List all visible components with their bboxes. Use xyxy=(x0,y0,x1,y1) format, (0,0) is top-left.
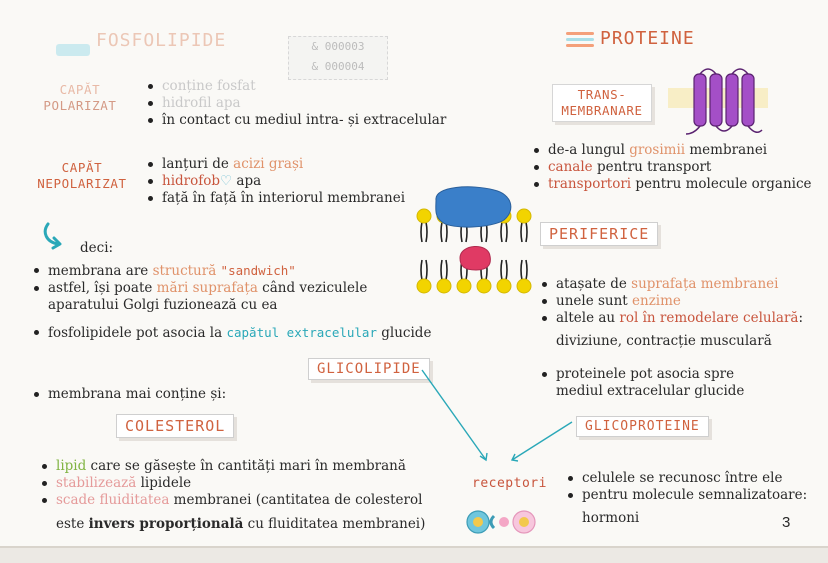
list-item: hidrofob♡ apa xyxy=(146,173,416,190)
periferice-list: atașate de suprafața membranei unele sun… xyxy=(540,276,824,327)
list-item: față în față în interiorul membranei xyxy=(146,190,416,207)
list-item: canale pentru transport xyxy=(532,159,824,176)
list-item: pentru molecule semnalizatoare: xyxy=(566,487,826,504)
nonpolar-list: lanțuri de acizi grași hidrofob♡ apa faț… xyxy=(146,156,416,207)
membrane-diagram xyxy=(416,186,532,294)
glicoproteine-line2: hormoni xyxy=(582,510,640,526)
list-item: în contact cu mediul intra- și extracelu… xyxy=(146,112,456,129)
deci-label: deci: xyxy=(80,240,114,256)
list-item: fosfolipidele pot asocia la capătul extr… xyxy=(32,324,432,342)
list-item: celulele se recunosc între ele xyxy=(566,470,826,487)
trans-label-line2: MEMBRANARE xyxy=(561,103,643,118)
glucide-note: proteinele pot asocia spre xyxy=(540,366,824,383)
proteine-title: PROTEINE xyxy=(600,28,695,49)
lipid-tails-top xyxy=(420,221,528,243)
curved-arrow-icon xyxy=(43,222,62,250)
list-item: transportori pentru molecule organice xyxy=(532,176,824,193)
transmembranare-label: TRANS- MEMBRANARE xyxy=(552,84,652,122)
list-item: hidrofil apa xyxy=(146,95,456,112)
arrows-to-receptori xyxy=(421,369,573,462)
polar-label-line1: CAPĂT xyxy=(59,82,101,97)
list-item: unele sunt enzime xyxy=(540,293,824,310)
lipid-heads-bottom xyxy=(416,278,532,294)
colesterol-list: lipid care se găsește în cantități mari … xyxy=(40,458,440,509)
list-item: stabilizează lipidele xyxy=(40,475,440,492)
list-item: de-a lungul grosimii membranei xyxy=(532,142,824,159)
fosfolipide-marker-icon xyxy=(56,44,90,56)
glicolipide-title: GLICOLIPIDE xyxy=(308,358,430,380)
list-item: proteinele pot asocia spre xyxy=(540,366,824,383)
list-item: lanțuri de acizi grași xyxy=(146,156,416,173)
proteine-marker-icon xyxy=(566,32,594,48)
stamp-line-2: & 000004 xyxy=(311,60,365,73)
broken-heart-icon: ♡ xyxy=(220,173,233,189)
nonpolar-tail-label: CAPĂT NEPOLARIZAT xyxy=(24,160,140,192)
polar-head-label: CAPĂT POLARIZAT xyxy=(28,82,132,114)
polar-label-line2: POLARIZAT xyxy=(43,98,117,113)
list-item: lipid care se găsește în cantități mari … xyxy=(40,458,440,475)
nonpolar-label-line1: CAPĂT xyxy=(61,160,103,175)
page-number: 3 xyxy=(782,514,791,531)
list-item: astfel, își poate mări suprafața când ve… xyxy=(32,280,392,314)
receptor-binding-icon xyxy=(466,510,536,534)
periferice-title: PERIFERICE xyxy=(540,222,659,246)
glicoproteine-list: celulele se recunosc între ele pentru mo… xyxy=(566,470,826,504)
notes-page: FOSFOLIPIDE & 000003 & 000004 CAPĂT POLA… xyxy=(0,0,828,548)
nonpolar-label-line2: NEPOLARIZAT xyxy=(37,176,127,191)
glucide-note-line2: mediul extracelular glucide xyxy=(556,383,745,399)
stamp-line-1: & 000003 xyxy=(311,40,365,53)
list-item: conține fosfat xyxy=(146,78,456,95)
trans-list: de-a lungul grosimii membranei canale pe… xyxy=(532,142,824,193)
colesterol-intro: membrana mai conține și: xyxy=(32,386,292,403)
list-item: scade fluiditatea membranei (cantitatea … xyxy=(40,492,440,509)
colesterol-title: COLESTEROL xyxy=(116,414,235,438)
transmembrane-protein-icon xyxy=(668,68,768,135)
list-item: altele au rol în remodelare celulară: xyxy=(540,310,824,327)
list-item: membrana mai conține și: xyxy=(32,386,292,403)
list-item: atașate de suprafața membranei xyxy=(540,276,824,293)
periferice-line2: diviziune, contracție musculară xyxy=(556,333,772,349)
peripheral-protein-red xyxy=(459,246,491,271)
receptori-label: receptori xyxy=(472,476,547,491)
polar-list: conține fosfat hidrofil apa în contact c… xyxy=(146,78,456,129)
glicoproteine-title: GLICOPROTEINE xyxy=(576,416,709,437)
fosfolipide-title: FOSFOLIPIDE xyxy=(96,30,227,51)
conclusions-list: membrana are structură "sandwich" astfel… xyxy=(32,262,432,342)
peripheral-protein-blue xyxy=(435,186,512,228)
trans-label-line1: TRANS- xyxy=(577,87,627,102)
colesterol-line2: este invers proporțională cu fluiditatea… xyxy=(56,516,426,532)
stamp: & 000003 & 000004 xyxy=(288,36,388,80)
list-item: membrana are structură "sandwich" xyxy=(32,262,432,280)
